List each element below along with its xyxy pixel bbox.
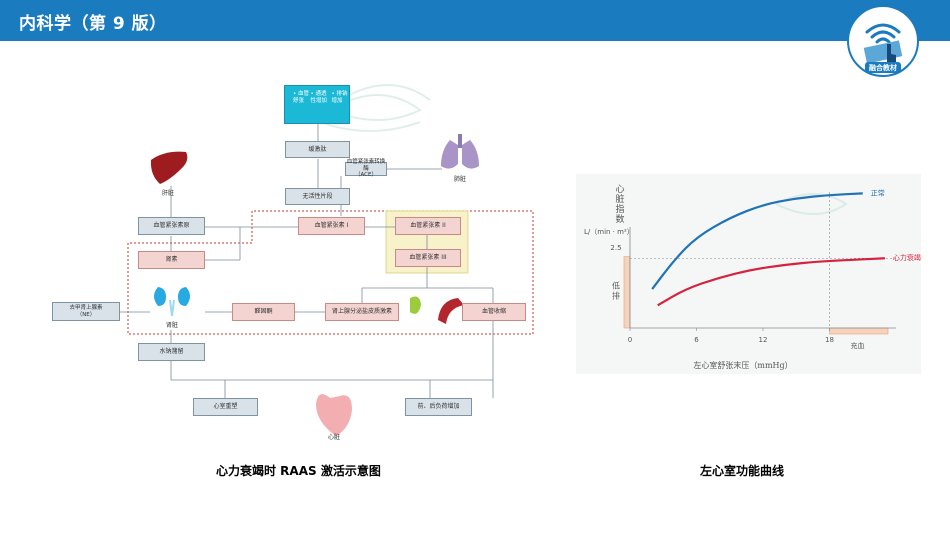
x-axis-label: 左心室舒张末压（mmHg）	[693, 360, 792, 370]
logo-text: 融合教材	[869, 63, 897, 72]
inactive-fragment-box: 无活性片段	[285, 188, 350, 205]
low-output-region	[623, 256, 631, 329]
book-title: 内科学（第 9 版）	[19, 14, 167, 34]
series-label: 心力衰竭	[893, 253, 921, 262]
x-tick-label: 6	[694, 336, 699, 344]
effect-item: • 血管舒张	[293, 91, 310, 104]
kidney-label: 肾脏	[166, 322, 179, 329]
lung-label: 肺脏	[454, 176, 467, 183]
liver-label: 肝脏	[162, 190, 175, 197]
diagram-caption: 心力衰竭时 RAAS 激活示意图	[216, 464, 381, 478]
series-line-heart-failure	[657, 257, 885, 307]
effect-item: • 排钠增加	[331, 91, 348, 104]
y-tick-label: 2.5	[610, 244, 621, 252]
y-axis-label: 数	[615, 213, 624, 225]
angiotensin-3-box: 血管紧张素 III	[395, 249, 461, 267]
region-label: 低	[612, 281, 620, 291]
region-label: 充血	[851, 341, 865, 350]
aldosterone-box: 醛固酮	[232, 303, 295, 321]
series-line-normal	[651, 192, 863, 290]
adrenal-gland-icon	[410, 296, 421, 314]
vasodilation-effects-box: • 血管舒张 • 通透性增加 • 排钠增加	[284, 85, 350, 124]
adrenal-secretion-box: 肾上腺分泌盐皮质激素	[325, 303, 399, 321]
water-sodium-retention-box: 水钠潴留	[138, 343, 205, 361]
ventricular-function-chart: 低排充血 0 6 12 18 2.5 心脏指数 L/（min · m²） 左心室舒张末压（mmH…	[576, 174, 921, 374]
header-bar: 内科学（第 9 版）	[0, 0, 950, 41]
vasoconstriction-box: 血管收缩	[462, 303, 526, 321]
heart-label: 心脏	[328, 434, 341, 441]
angiotensin-1-box: 血管紧张素 I	[298, 217, 365, 235]
chart-background	[576, 174, 921, 374]
x-tick-label: 18	[825, 336, 834, 344]
ace-box: 血管紧张素转换酶 （ACE）	[345, 159, 387, 179]
x-tick-label: 0	[628, 336, 632, 344]
region-label: 排	[612, 291, 620, 301]
watermark-mark	[775, 193, 848, 215]
wifi-icon	[865, 23, 901, 44]
kidney-icon	[154, 287, 190, 317]
angiotensin-2-box: 血管紧张素 II	[395, 217, 461, 235]
y-axis-label: 指	[615, 203, 624, 215]
blood-vessel-icon	[438, 298, 464, 324]
integrated-textbook-logo: 融合教材	[847, 5, 919, 77]
y-axis-label: 心	[615, 184, 624, 195]
load-increase-box: 前、后负荷增加	[405, 398, 472, 416]
effect-item: • 通透性增加	[310, 91, 327, 104]
hand-pointer-icon	[887, 44, 896, 63]
angiotensinogen-box: 血管紧张素原	[138, 217, 205, 235]
liver-icon	[150, 151, 188, 184]
bradykinin-box: 缓激肽	[285, 141, 350, 158]
congestion-region	[829, 327, 889, 335]
renin-box: 肾素	[138, 251, 205, 269]
y-axis-unit: L/（min · m²）	[584, 228, 634, 236]
series-label: 正常	[871, 188, 885, 197]
x-tick-label: 12	[759, 336, 768, 344]
norepinephrine-box: 去甲肾上腺素 （NE）	[52, 302, 120, 321]
ventricular-remodeling-box: 心室重塑	[193, 398, 258, 416]
lung-icon	[441, 134, 479, 169]
heart-icon	[316, 394, 352, 436]
chart-caption: 左心室功能曲线	[700, 464, 785, 478]
y-axis-label: 脏	[615, 193, 624, 205]
